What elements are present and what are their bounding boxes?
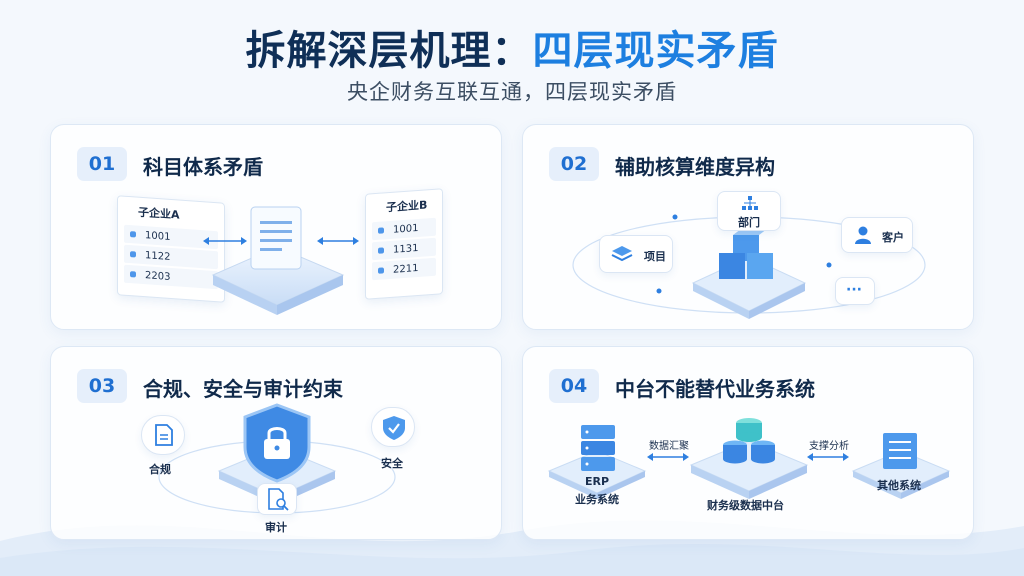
card-compliance-security: 03 合规、安全与审计约束 合规 安全 xyxy=(50,346,502,540)
card-title: 合规、安全与审计约束 xyxy=(143,377,343,401)
card-data-middle-platform: 04 中台不能替代业务系统 xyxy=(522,346,974,540)
node-security-icon-wrap xyxy=(371,407,415,447)
cubes-icon xyxy=(719,229,773,279)
page-title: 拆解深层机理：四层现实矛盾 xyxy=(0,18,1024,76)
card-number: 01 xyxy=(77,147,127,181)
user-icon xyxy=(855,226,871,244)
card-number: 04 xyxy=(549,369,599,403)
file-icon xyxy=(155,424,173,446)
node-customer: 客户 xyxy=(841,217,913,253)
node-security-label: 安全 xyxy=(381,457,403,470)
document-icon xyxy=(250,206,302,270)
card-title: 辅助核算维度异构 xyxy=(615,155,775,179)
bidirectional-arrow-icon xyxy=(203,237,359,245)
node-other-label: 其他系统 xyxy=(877,479,921,492)
layers-icon xyxy=(611,246,633,262)
title-part2: 四层现实矛盾 xyxy=(532,28,779,74)
node-more[interactable]: ··· xyxy=(835,277,875,305)
node-project: 项目 xyxy=(599,235,673,273)
dimension-orbit-graphic xyxy=(572,214,926,319)
node-center-label: 财务级数据中台 xyxy=(707,499,784,512)
server-icon xyxy=(883,433,917,469)
database-icon xyxy=(723,418,775,464)
node-more-label: ··· xyxy=(846,282,862,298)
title-part1: 拆解深层机理： xyxy=(245,28,533,74)
card-auxiliary-dimensions: 02 辅助核算维度异构 部门 客户 xyxy=(522,124,974,330)
shield-lock-icon xyxy=(243,403,311,483)
search-file-icon xyxy=(268,488,289,511)
systems-graphic xyxy=(547,418,951,499)
node-erp-label: ERP xyxy=(585,475,610,488)
node-customer-label: 客户 xyxy=(882,231,904,244)
card-number: 03 xyxy=(77,369,127,403)
node-compliance-label: 合规 xyxy=(149,463,171,476)
server-icon xyxy=(581,425,615,471)
card-account-system: 01 科目体系矛盾 子企业A 1001 1122 2203 子企业B 1001 … xyxy=(50,124,502,330)
card-title: 中台不能替代业务系统 xyxy=(615,377,815,401)
link-left-label: 数据汇聚 xyxy=(649,441,689,452)
platform-graphic xyxy=(203,206,359,315)
bidirectional-arrow-icon xyxy=(647,453,849,461)
node-department-label: 部门 xyxy=(738,216,760,229)
card-number: 02 xyxy=(549,147,599,181)
shield-check-icon xyxy=(383,416,405,440)
node-project-label: 项目 xyxy=(644,250,666,263)
node-erp-sub-label: 业务系统 xyxy=(575,493,619,506)
org-chart-icon xyxy=(742,196,758,210)
node-audit-icon-wrap xyxy=(257,483,297,515)
link-right-label: 支撑分析 xyxy=(809,441,849,452)
card-title: 科目体系矛盾 xyxy=(143,155,263,179)
node-audit-label: 审计 xyxy=(265,521,287,534)
security-graphic xyxy=(158,403,396,514)
page-subtitle: 央企财务互联互通，四层现实矛盾 xyxy=(347,80,677,104)
node-department: 部门 xyxy=(717,191,781,231)
node-compliance-icon-wrap xyxy=(141,415,185,455)
